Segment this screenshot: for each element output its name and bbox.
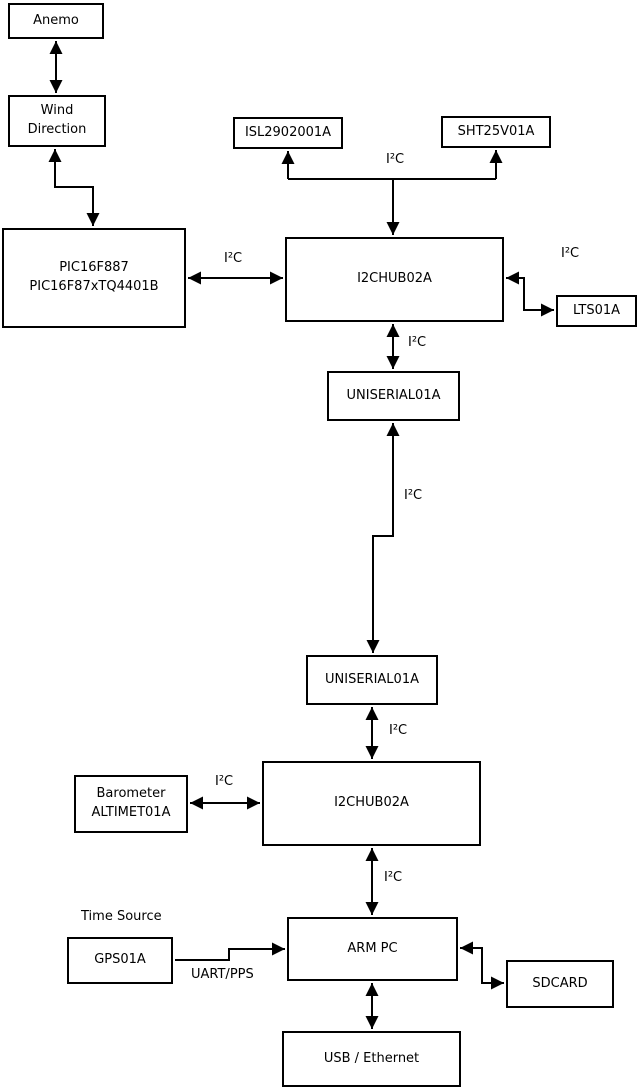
edge-label-i2c-uniserial-link: I²C [404,488,423,503]
edge-label-i2c-barometer: I²C [215,774,234,789]
edge-label-i2c-hub2-armpc: I²C [384,870,403,885]
node-isl2902001a: ISL2902001A [233,117,343,149]
edge-winddirection-pic [48,149,100,226]
edge-armpc-sdcard [460,941,504,990]
node-sdcard: SDCARD [506,960,614,1008]
edge-label-i2c-hub-uniserial: I²C [408,335,427,350]
node-i2chub02a-bottom: I2CHUB02A [262,761,481,846]
edge-uniserial-link [366,423,400,653]
node-sht25v01a: SHT25V01A [441,116,551,148]
edge-label-i2c-pic-hub: I²C [224,251,243,266]
node-i2chub02a-top: I2CHUB02A [285,237,504,322]
node-anemo: Anemo [8,3,104,39]
node-uniserial01a-top: UNISERIAL01A [327,371,460,421]
annotation-time-source: Time Source [81,909,162,924]
node-lts01a: LTS01A [556,295,637,327]
node-wind-direction: Wind Direction [8,95,106,147]
node-pic16f887: PIC16F887 PIC16F87xTQ4401B [2,228,186,328]
node-arm-pc: ARM PC [287,917,458,981]
node-uniserial01a-bottom: UNISERIAL01A [306,655,438,705]
node-gps01a: GPS01A [67,937,173,984]
edge-label-i2c-lts: I²C [561,246,580,261]
edge-label-i2c-uniserial-hub2: I²C [389,723,408,738]
node-barometer: Barometer ALTIMET01A [74,775,188,833]
node-usb-ethernet: USB / Ethernet [282,1031,461,1087]
edge-gps-armpc [175,942,285,961]
edge-label-i2c-sensors: I²C [386,152,405,167]
edge-label-uart-pps: UART/PPS [191,967,254,982]
edge-hubtop-lts [506,271,554,317]
